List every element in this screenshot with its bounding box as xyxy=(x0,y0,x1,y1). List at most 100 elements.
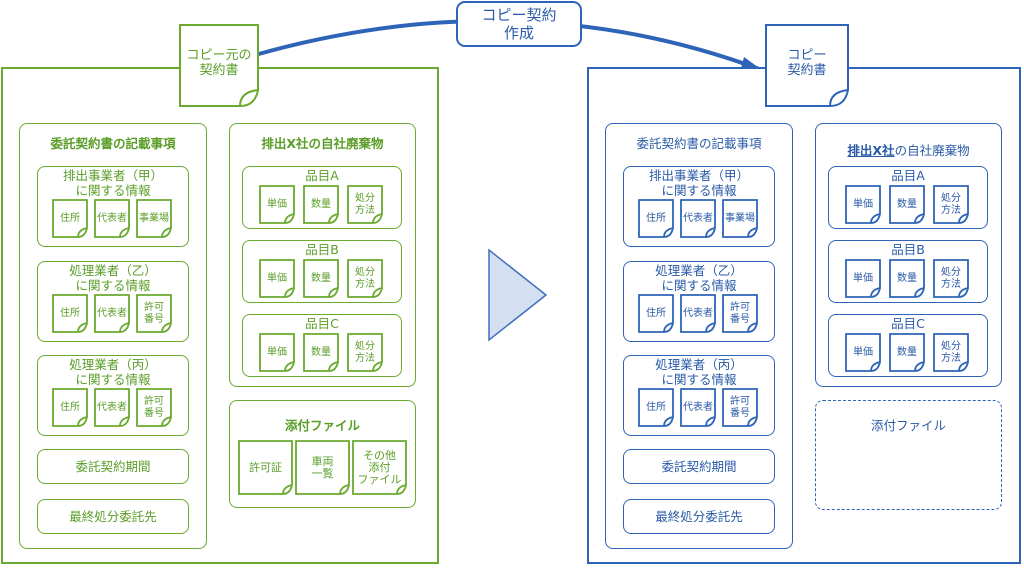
right-group3-note1: 住所 xyxy=(646,401,666,413)
left-group3-note2: 代表者 xyxy=(97,401,127,413)
left-group2-note1: 住所 xyxy=(60,307,80,319)
left-group-processor-b-title: 処理業者（乙） に関する情報 xyxy=(69,263,157,293)
left-item3-note1: 単価 xyxy=(267,346,287,358)
right-group2-note2: 代表者 xyxy=(683,307,713,319)
right-group1-note3: 事業場 xyxy=(725,212,755,224)
left-item1-note2: 数量 xyxy=(311,198,331,210)
copy-label-box: コピー契約 作成 xyxy=(456,1,582,47)
right-group1-note1: 住所 xyxy=(646,212,666,224)
right-group1-note2: 代表者 xyxy=(683,212,713,224)
source-document-label-wrap: コピー元の 契約書 xyxy=(180,40,258,86)
right-item1-note1: 単価 xyxy=(853,198,873,210)
right-group3-note3: 許可 番号 xyxy=(730,395,750,419)
left-contract-period-label: 委託契約期間 xyxy=(75,459,151,474)
right-waste-section-title: 排出X社の自社廃棄物 xyxy=(847,128,969,158)
left-group2-note2: 代表者 xyxy=(97,307,127,319)
left-group2-note3: 許可 番号 xyxy=(144,301,164,325)
left-item3-note3: 処分 方法 xyxy=(355,340,375,364)
right-item1-note2: 数量 xyxy=(897,198,917,210)
right-item2-note2: 数量 xyxy=(897,272,917,284)
left-item2-note1: 単価 xyxy=(267,272,287,284)
left-attachments-title: 添付ファイル xyxy=(284,417,360,433)
left-attachment-file2: 車両 一覧 xyxy=(311,454,334,480)
right-group-processor-c-title: 処理業者（丙） に関する情報 xyxy=(655,357,743,387)
right-item2-note3: 処分 方法 xyxy=(941,266,961,290)
right-group2-note3: 許可 番号 xyxy=(730,301,750,325)
left-item-c-title: 品目C xyxy=(305,315,339,331)
right-item-a-title: 品目A xyxy=(891,167,925,183)
left-group3-note3: 許可 番号 xyxy=(144,395,164,419)
right-contract-period-label: 委託契約期間 xyxy=(661,459,737,474)
left-attachment-file3: その他 添付 ファイル xyxy=(357,448,402,486)
left-final-disposal-label: 最終処分委託先 xyxy=(69,509,157,524)
right-item-b-title: 品目B xyxy=(891,241,925,257)
right-item2-note1: 単価 xyxy=(853,272,873,284)
copied-document-label: コピー 契約書 xyxy=(787,48,827,78)
right-group-generator-title: 排出事業者（甲） に関する情報 xyxy=(648,168,749,198)
left-group1-note3: 事業場 xyxy=(139,212,169,224)
right-item-c-title: 品目C xyxy=(891,315,925,331)
right-item3-note1: 単価 xyxy=(853,346,873,358)
right-item3-note3: 処分 方法 xyxy=(941,340,961,364)
right-contract-period: 委託契約期間 xyxy=(623,449,775,484)
right-final-disposal-label: 最終処分委託先 xyxy=(655,509,743,524)
left-contract-period: 委託契約期間 xyxy=(37,449,189,484)
left-item1-note1: 単価 xyxy=(267,198,287,210)
right-attachments-section xyxy=(815,400,1002,510)
left-item3-note2: 数量 xyxy=(311,346,331,358)
left-group1-note1: 住所 xyxy=(60,212,80,224)
left-group-processor-c-title: 処理業者（丙） に関する情報 xyxy=(69,357,157,387)
left-attachment-file1: 許可証 xyxy=(249,460,282,474)
left-group3-note1: 住所 xyxy=(60,401,80,413)
right-final-disposal: 最終処分委託先 xyxy=(623,499,775,534)
copy-label-text: コピー契約 作成 xyxy=(481,6,557,42)
right-waste-section-title-highlight: 排出X社 xyxy=(847,143,895,158)
right-waste-section-title-rest: の自社廃棄物 xyxy=(894,143,970,158)
right-item3-note2: 数量 xyxy=(897,346,917,358)
right-group-processor-b-title: 処理業者（乙） に関する情報 xyxy=(655,263,743,293)
right-item1-note3: 処分 方法 xyxy=(941,192,961,216)
right-group2-note1: 住所 xyxy=(646,307,666,319)
right-group3-note2: 代表者 xyxy=(683,401,713,413)
left-item2-note3: 処分 方法 xyxy=(355,266,375,290)
left-item1-note3: 処分 方法 xyxy=(355,192,375,216)
